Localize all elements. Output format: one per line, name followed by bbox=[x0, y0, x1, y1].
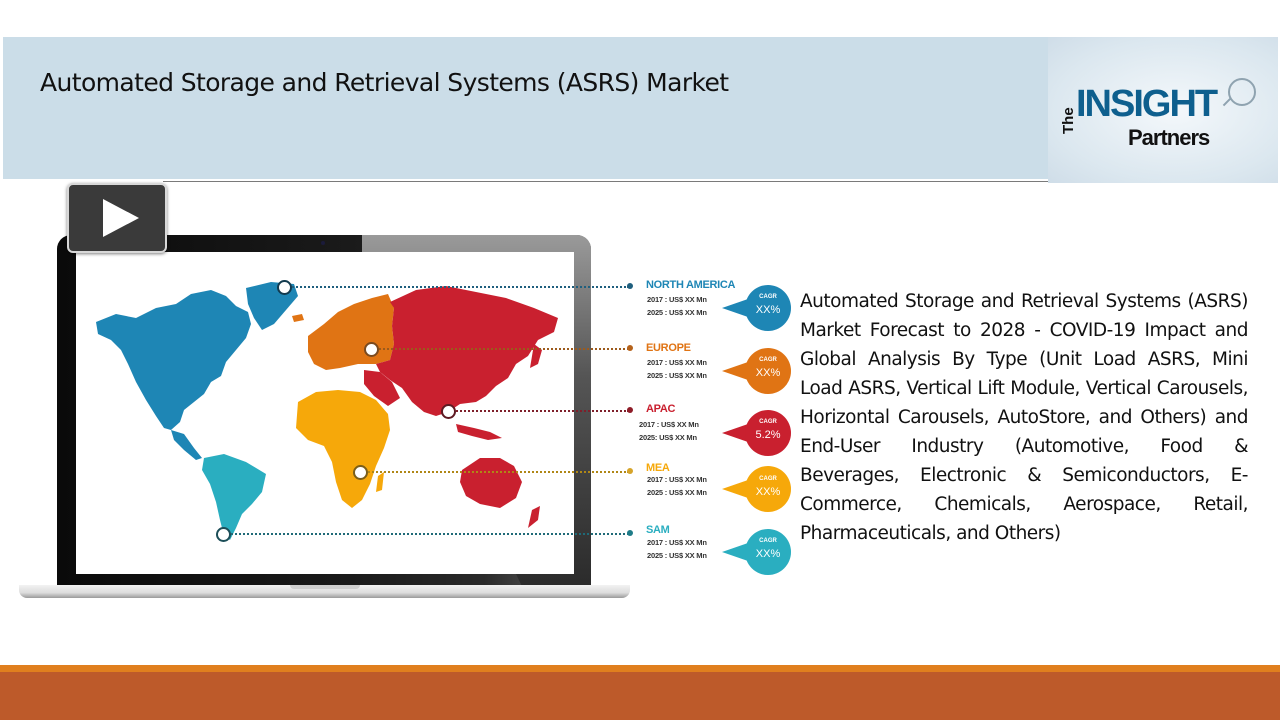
region-name: NORTH AMERICA bbox=[646, 279, 736, 291]
map-europe bbox=[308, 294, 394, 370]
region-2025-value: 2025: US$ XX Mn bbox=[639, 433, 697, 442]
region-2017-value: 2017 : US$ XX Mn bbox=[647, 358, 707, 367]
leader-line-apac bbox=[453, 410, 629, 412]
region-name: MEA bbox=[646, 462, 670, 474]
logo-partners-text: Partners bbox=[1128, 125, 1210, 150]
cagr-label: CAGR bbox=[759, 476, 777, 482]
region-name: SAM bbox=[646, 524, 670, 536]
map-indonesia bbox=[456, 424, 502, 440]
map-japan bbox=[530, 344, 542, 368]
leader-line-europe bbox=[376, 348, 629, 350]
laptop-notch bbox=[290, 585, 360, 589]
cagr-bubble bbox=[745, 410, 791, 456]
map-south-america bbox=[202, 454, 266, 540]
leader-dot-sam bbox=[627, 530, 633, 536]
title-divider bbox=[163, 181, 1048, 182]
leader-dot-europe bbox=[627, 345, 633, 351]
world-map bbox=[96, 282, 558, 540]
marker-europe[interactable] bbox=[364, 342, 379, 357]
region-2025-value: 2025 : US$ XX Mn bbox=[647, 488, 707, 497]
region-2025-value: 2025 : US$ XX Mn bbox=[647, 308, 707, 317]
cagr-label: CAGR bbox=[759, 419, 777, 425]
map-iceland bbox=[292, 314, 304, 322]
laptop-camera bbox=[321, 241, 325, 245]
leader-line-north-america bbox=[289, 286, 629, 288]
video-play-button[interactable] bbox=[67, 183, 167, 253]
leader-line-sam bbox=[228, 533, 629, 535]
map-central-america bbox=[171, 430, 202, 460]
map-asia bbox=[376, 286, 558, 416]
map-middle-east bbox=[364, 370, 400, 406]
report-description: Automated Storage and Retrieval Systems … bbox=[800, 291, 1249, 544]
cagr-value: XX% bbox=[755, 304, 781, 316]
cagr-bubble bbox=[745, 348, 791, 394]
region-2025-value: 2025 : US$ XX Mn bbox=[647, 371, 707, 380]
leader-dot-mea bbox=[627, 468, 633, 474]
leader-dot-north-america bbox=[627, 283, 633, 289]
region-name: APAC bbox=[646, 403, 676, 415]
leader-dot-apac bbox=[627, 407, 633, 413]
cagr-value: XX% bbox=[755, 486, 781, 498]
cagr-label: CAGR bbox=[759, 357, 777, 363]
map-africa bbox=[296, 390, 390, 508]
cagr-value: XX% bbox=[755, 548, 781, 560]
slide-title: Automated Storage and Retrieval Systems … bbox=[40, 68, 729, 97]
company-logo bbox=[1048, 37, 1278, 183]
map-australia bbox=[460, 458, 522, 508]
cagr-value: XX% bbox=[755, 367, 781, 379]
cagr-bubble-tail bbox=[722, 299, 748, 317]
cagr-bubble bbox=[745, 285, 791, 331]
logo-insight-text: INSIGHT bbox=[1076, 83, 1218, 125]
title-banner bbox=[3, 37, 1048, 179]
region-name: EUROPE bbox=[646, 342, 691, 354]
map-new-zealand bbox=[528, 506, 540, 528]
footer-accent-stripe bbox=[0, 665, 1280, 672]
region-2025-value: 2025 : US$ XX Mn bbox=[647, 551, 707, 560]
cagr-bubble-tail bbox=[722, 480, 748, 498]
cagr-bubble bbox=[745, 466, 791, 512]
cagr-bubble-tail bbox=[722, 543, 748, 561]
marker-sam[interactable] bbox=[216, 527, 231, 542]
region-2017-value: 2017 : US$ XX Mn bbox=[647, 538, 707, 547]
map-north-america bbox=[96, 290, 251, 430]
leader-line-mea bbox=[365, 471, 629, 473]
magnifier-icon bbox=[1228, 78, 1256, 106]
cagr-label: CAGR bbox=[759, 538, 777, 544]
play-icon bbox=[103, 199, 139, 237]
logo-the-text: The bbox=[1060, 107, 1077, 134]
marker-mea[interactable] bbox=[353, 465, 368, 480]
region-2017-value: 2017 : US$ XX Mn bbox=[647, 295, 707, 304]
cagr-bubble bbox=[745, 529, 791, 575]
marker-north-america[interactable] bbox=[277, 280, 292, 295]
region-2017-value: 2017 : US$ XX Mn bbox=[639, 420, 699, 429]
cagr-bubble-tail bbox=[722, 424, 748, 442]
cagr-value: 5.2% bbox=[755, 429, 781, 441]
footer-band bbox=[0, 672, 1280, 720]
marker-apac[interactable] bbox=[441, 404, 456, 419]
map-madagascar bbox=[376, 472, 384, 492]
cagr-bubble-tail bbox=[722, 362, 748, 380]
laptop-base bbox=[19, 585, 630, 598]
region-2017-value: 2017 : US$ XX Mn bbox=[647, 475, 707, 484]
cagr-label: CAGR bbox=[759, 294, 777, 300]
